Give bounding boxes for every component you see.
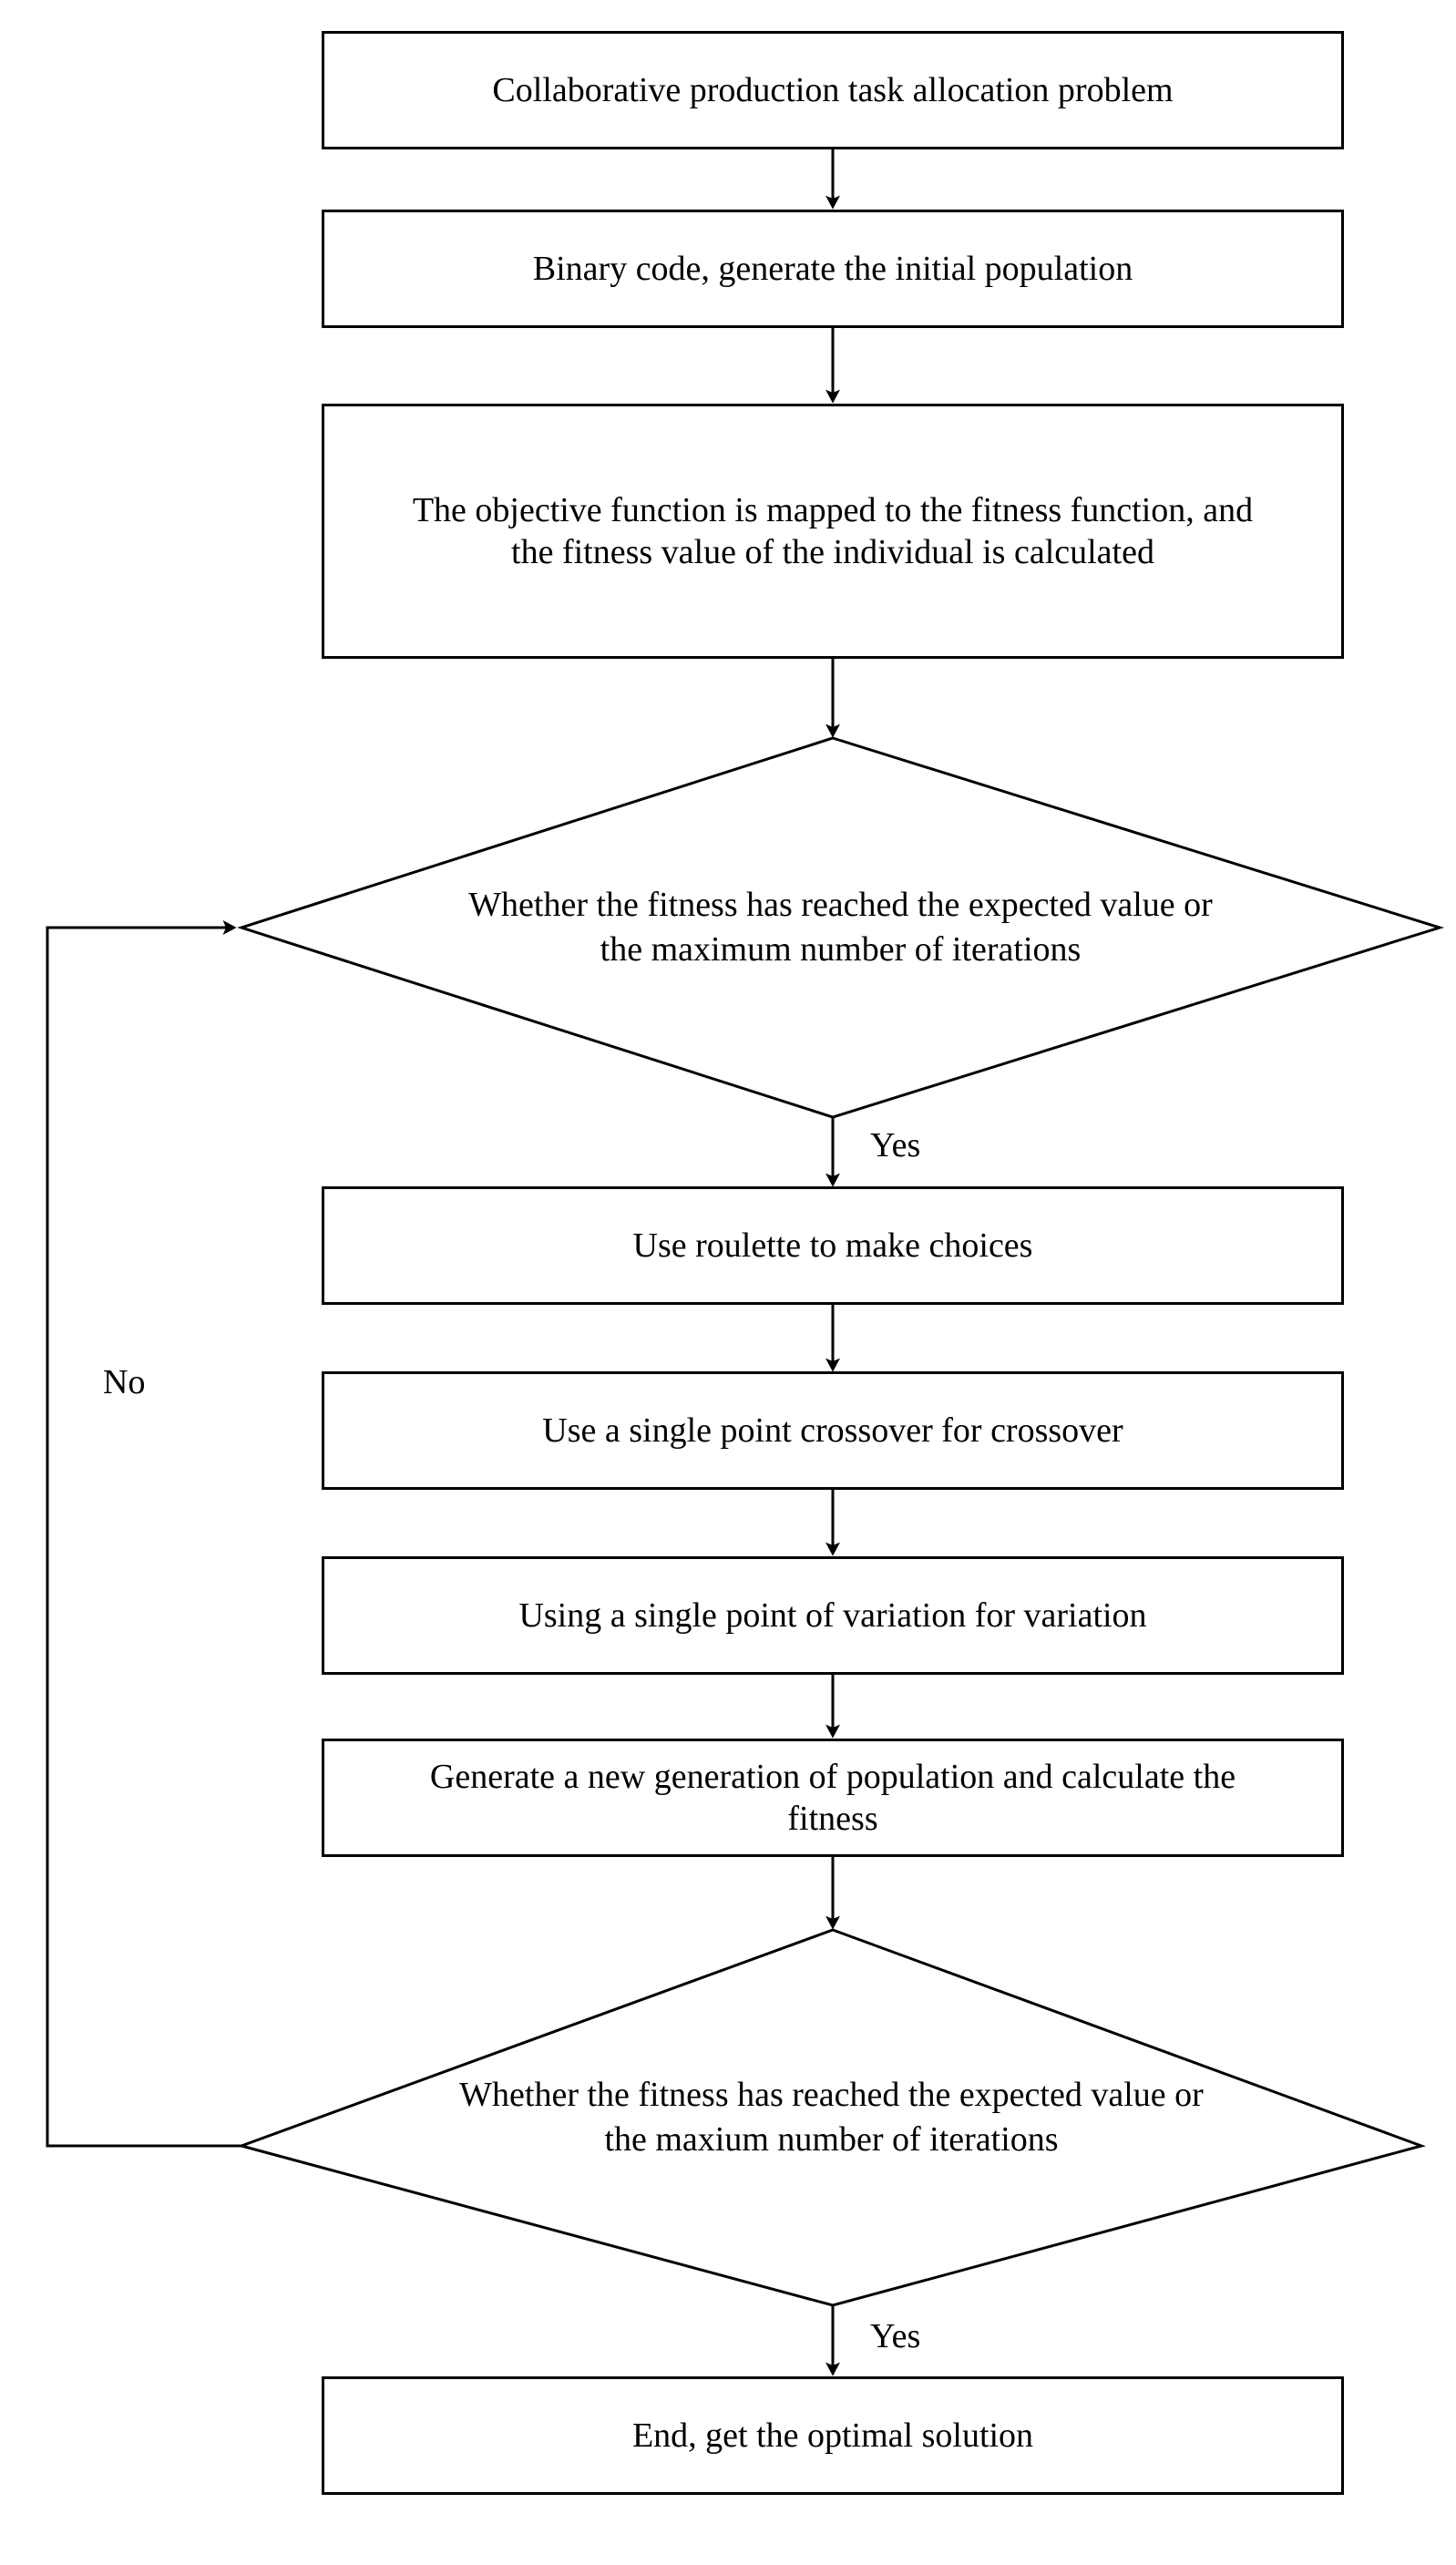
node-label: Generate a new generation of population …: [429, 1757, 1236, 1838]
decision-label: Whether the fitness has reached the expe…: [468, 885, 1213, 969]
edge-label-no-left: No: [103, 1363, 146, 1401]
node-collaborative-production-task-allocation-problem[interactable]: Collaborative production task allocation…: [322, 31, 1344, 149]
node-label: Collaborative production task allocation…: [492, 70, 1174, 109]
node-binary-code-generate-initial-population[interactable]: Binary code, generate the initial popula…: [322, 210, 1344, 328]
node-use-roulette-to-make-choices[interactable]: Use roulette to make choices: [322, 1186, 1344, 1305]
node-single-point-variation[interactable]: Using a single point of variation for va…: [322, 1556, 1344, 1675]
node-label: End, get the optimal solution: [631, 2416, 1034, 2455]
node-single-point-crossover[interactable]: Use a single point crossover for crossov…: [322, 1371, 1344, 1490]
edge-label-yes-bottom: Yes: [870, 2317, 921, 2355]
connector-n9-n4-no: [46, 920, 241, 2148]
node-end-get-optimal-solution[interactable]: End, get the optimal solution: [322, 2376, 1344, 2495]
decision-fitness-reached-expected-value-bottom[interactable]: Whether the fitness has reached the expe…: [241, 1930, 1421, 2305]
node-label: The objective function is mapped to the …: [412, 490, 1254, 571]
node-objective-function-mapped-to-fitness[interactable]: The objective function is mapped to the …: [322, 404, 1344, 659]
node-label: Using a single point of variation for va…: [518, 1595, 1147, 1635]
decision-label: Whether the fitness has reached the expe…: [459, 2075, 1204, 2159]
node-label: Use a single point crossover for crossov…: [542, 1411, 1123, 1450]
edge-label-yes-top: Yes: [870, 1126, 921, 1165]
node-label: Use roulette to make choices: [632, 1226, 1033, 1265]
node-label: Binary code, generate the initial popula…: [532, 249, 1133, 288]
decision-fitness-reached-expected-value-top[interactable]: Whether the fitness has reached the expe…: [241, 738, 1440, 1117]
node-generate-new-generation-calculate-fitness[interactable]: Generate a new generation of population …: [322, 1739, 1344, 1857]
